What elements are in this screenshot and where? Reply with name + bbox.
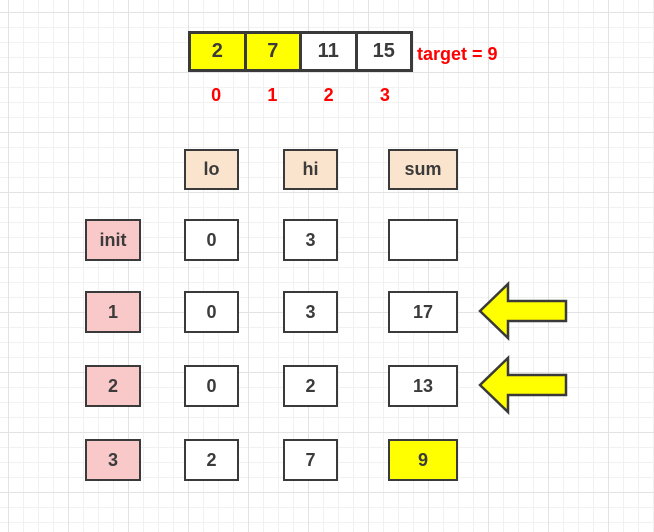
cell-2-sum: 13 (388, 365, 458, 407)
cell-1-lo: 0 (184, 291, 239, 333)
row-label-3: 3 (85, 439, 141, 481)
cell-init-lo: 0 (184, 219, 239, 261)
cell-1-sum: 17 (388, 291, 458, 333)
cell-init-hi: 3 (283, 219, 338, 261)
cell-init-sum (388, 219, 458, 261)
row-label-1: 1 (85, 291, 141, 333)
column-header-hi: hi (283, 149, 338, 190)
cell-3-hi: 7 (283, 439, 338, 481)
array-index-3: 3 (379, 85, 390, 105)
array-cell-2: 11 (299, 34, 355, 69)
target-label: target = 9 (417, 43, 498, 64)
cell-2-lo: 0 (184, 365, 239, 407)
left-arrow-icon (478, 355, 568, 415)
row-label-2: 2 (85, 365, 141, 407)
input-array: 2 7 11 15 (188, 31, 413, 72)
array-index-1: 1 (267, 85, 278, 105)
array-cell-1: 7 (243, 34, 299, 69)
column-header-lo: lo (184, 149, 239, 190)
cell-2-hi: 2 (283, 365, 338, 407)
array-cell-0: 2 (191, 34, 244, 69)
array-index-2: 2 (323, 85, 334, 105)
array-cell-3: 15 (354, 34, 410, 69)
row-label-init: init (85, 219, 141, 261)
cell-3-sum: 9 (388, 439, 458, 481)
array-indices: 0 1 2 3 (188, 84, 413, 106)
cell-1-hi: 3 (283, 291, 338, 333)
cell-3-lo: 2 (184, 439, 239, 481)
array-index-0: 0 (211, 85, 222, 105)
column-header-sum: sum (388, 149, 458, 190)
left-arrow-icon (478, 281, 568, 341)
